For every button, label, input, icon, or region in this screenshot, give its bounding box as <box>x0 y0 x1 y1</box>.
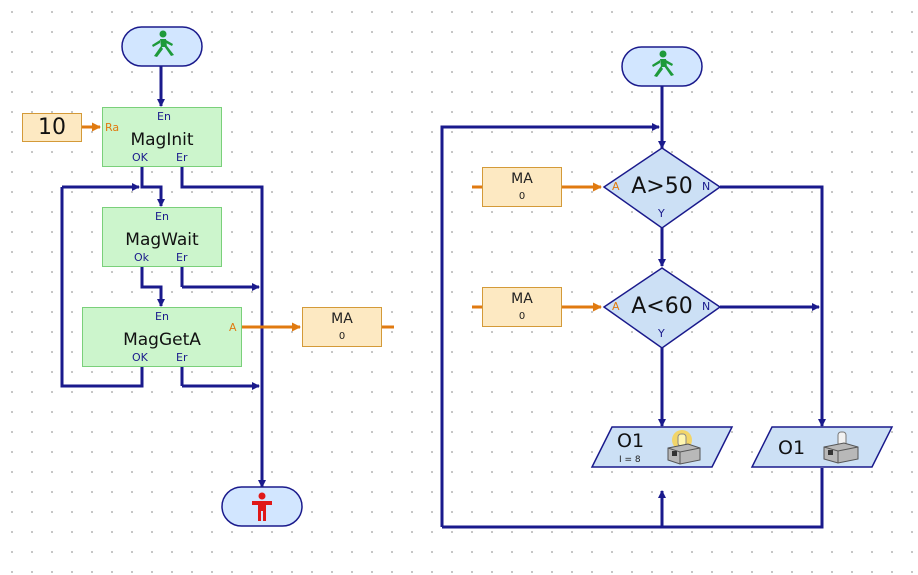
variable-value: 0 <box>338 331 346 342</box>
port-en: En <box>157 110 171 123</box>
output-name: O1 <box>617 430 645 452</box>
variable-name: MA <box>511 291 533 307</box>
port-en: En <box>155 310 169 323</box>
branch-no-port: N <box>702 300 711 313</box>
subprogram-name: MagInit <box>130 130 194 150</box>
left-data-lines <box>82 122 394 332</box>
lamp-on-icon <box>667 430 701 465</box>
subprogram-maginit[interactable]: En Ra MagInit OK Er <box>102 107 222 167</box>
left-flow-lines <box>60 66 266 488</box>
port-er: Er <box>176 151 188 164</box>
port-er: Er <box>176 251 188 264</box>
variable-value: 0 <box>518 191 526 202</box>
branch-yes-port: Y <box>658 327 665 340</box>
constant-block[interactable]: 10 <box>22 113 82 142</box>
right-flow-lines <box>440 86 826 529</box>
output-block-off[interactable] <box>750 426 894 468</box>
subprogram-name: MagGetA <box>123 330 201 350</box>
branch-diamond-a-lt-60[interactable] <box>602 267 722 349</box>
branch-input-port: A <box>612 300 620 313</box>
output-block-on[interactable] <box>590 426 734 468</box>
branch-no-port: N <box>702 180 711 193</box>
port-ok: OK <box>132 151 148 164</box>
port-en: En <box>155 210 169 223</box>
walking-man-icon <box>152 30 174 57</box>
branch-condition: A>50 <box>631 174 693 199</box>
variable-value: 0 <box>518 311 526 322</box>
output-detail: I = 8 <box>619 455 641 465</box>
port-er: Er <box>176 351 188 364</box>
port-ra: Ra <box>105 121 120 134</box>
right-data-lines <box>472 182 602 312</box>
variable-block[interactable]: MA 0 <box>482 167 562 207</box>
port-ok: OK <box>132 351 148 364</box>
standing-man-icon <box>252 492 272 521</box>
subprogram-magwait[interactable]: En MagWait Ok Er <box>102 207 222 267</box>
subprogram-name: MagWait <box>125 230 199 250</box>
subprogram-maggeta[interactable]: En A MagGetA OK Er <box>82 307 242 367</box>
branch-diamond-a-gt-50[interactable] <box>602 147 722 229</box>
variable-block[interactable]: MA 0 <box>482 287 562 327</box>
walking-man-icon <box>652 50 674 77</box>
output-name: O1 <box>778 437 806 459</box>
branch-yes-port: Y <box>658 207 665 220</box>
port-ok: Ok <box>134 251 150 264</box>
variable-name: MA <box>511 171 533 187</box>
variable-block[interactable]: MA 0 <box>302 307 382 347</box>
variable-name: MA <box>331 311 353 327</box>
lamp-off-icon <box>823 431 859 464</box>
port-a: A <box>229 321 237 334</box>
branch-input-port: A <box>612 180 620 193</box>
branch-condition: A<60 <box>631 294 693 319</box>
